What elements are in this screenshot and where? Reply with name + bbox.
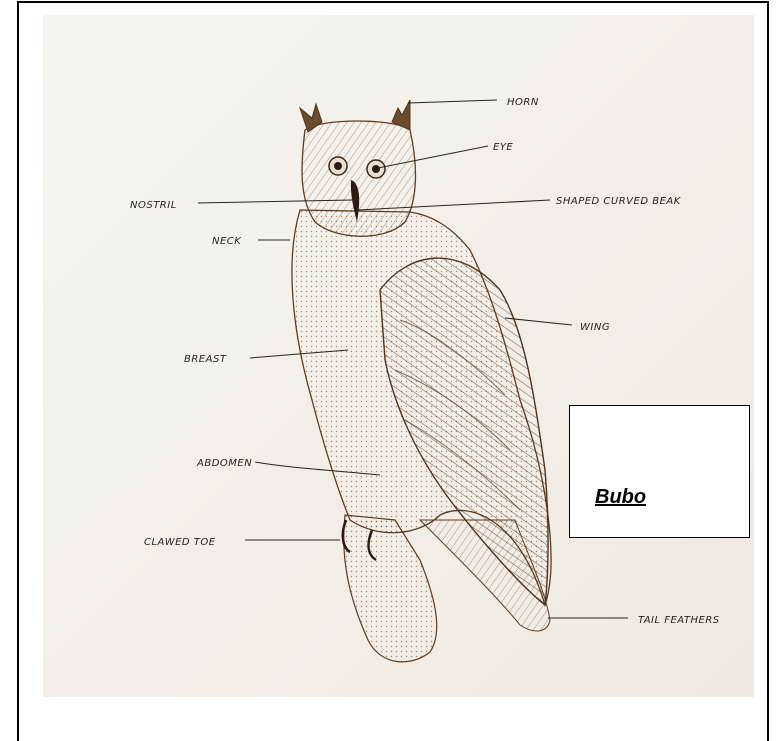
label-nostril: NOSTRIL	[130, 200, 177, 211]
label-neck: NECK	[212, 236, 242, 247]
owl-head	[302, 121, 415, 236]
label-breast: BREAST	[184, 354, 227, 365]
label-eye: EYE	[493, 142, 513, 153]
label-tail-feathers: TAIL FEATHERS	[638, 615, 720, 626]
label-horn: HORN	[507, 97, 539, 108]
label-wing: WING	[580, 322, 610, 333]
label-beak: SHAPED CURVED BEAK	[556, 196, 682, 207]
species-name: Bubo	[595, 486, 646, 509]
perch-stump	[344, 515, 437, 662]
species-name-box: Bubo	[569, 405, 750, 538]
label-abdomen: ABDOMEN	[196, 458, 252, 469]
label-clawed-toe: CLAWED TOE	[144, 537, 216, 548]
